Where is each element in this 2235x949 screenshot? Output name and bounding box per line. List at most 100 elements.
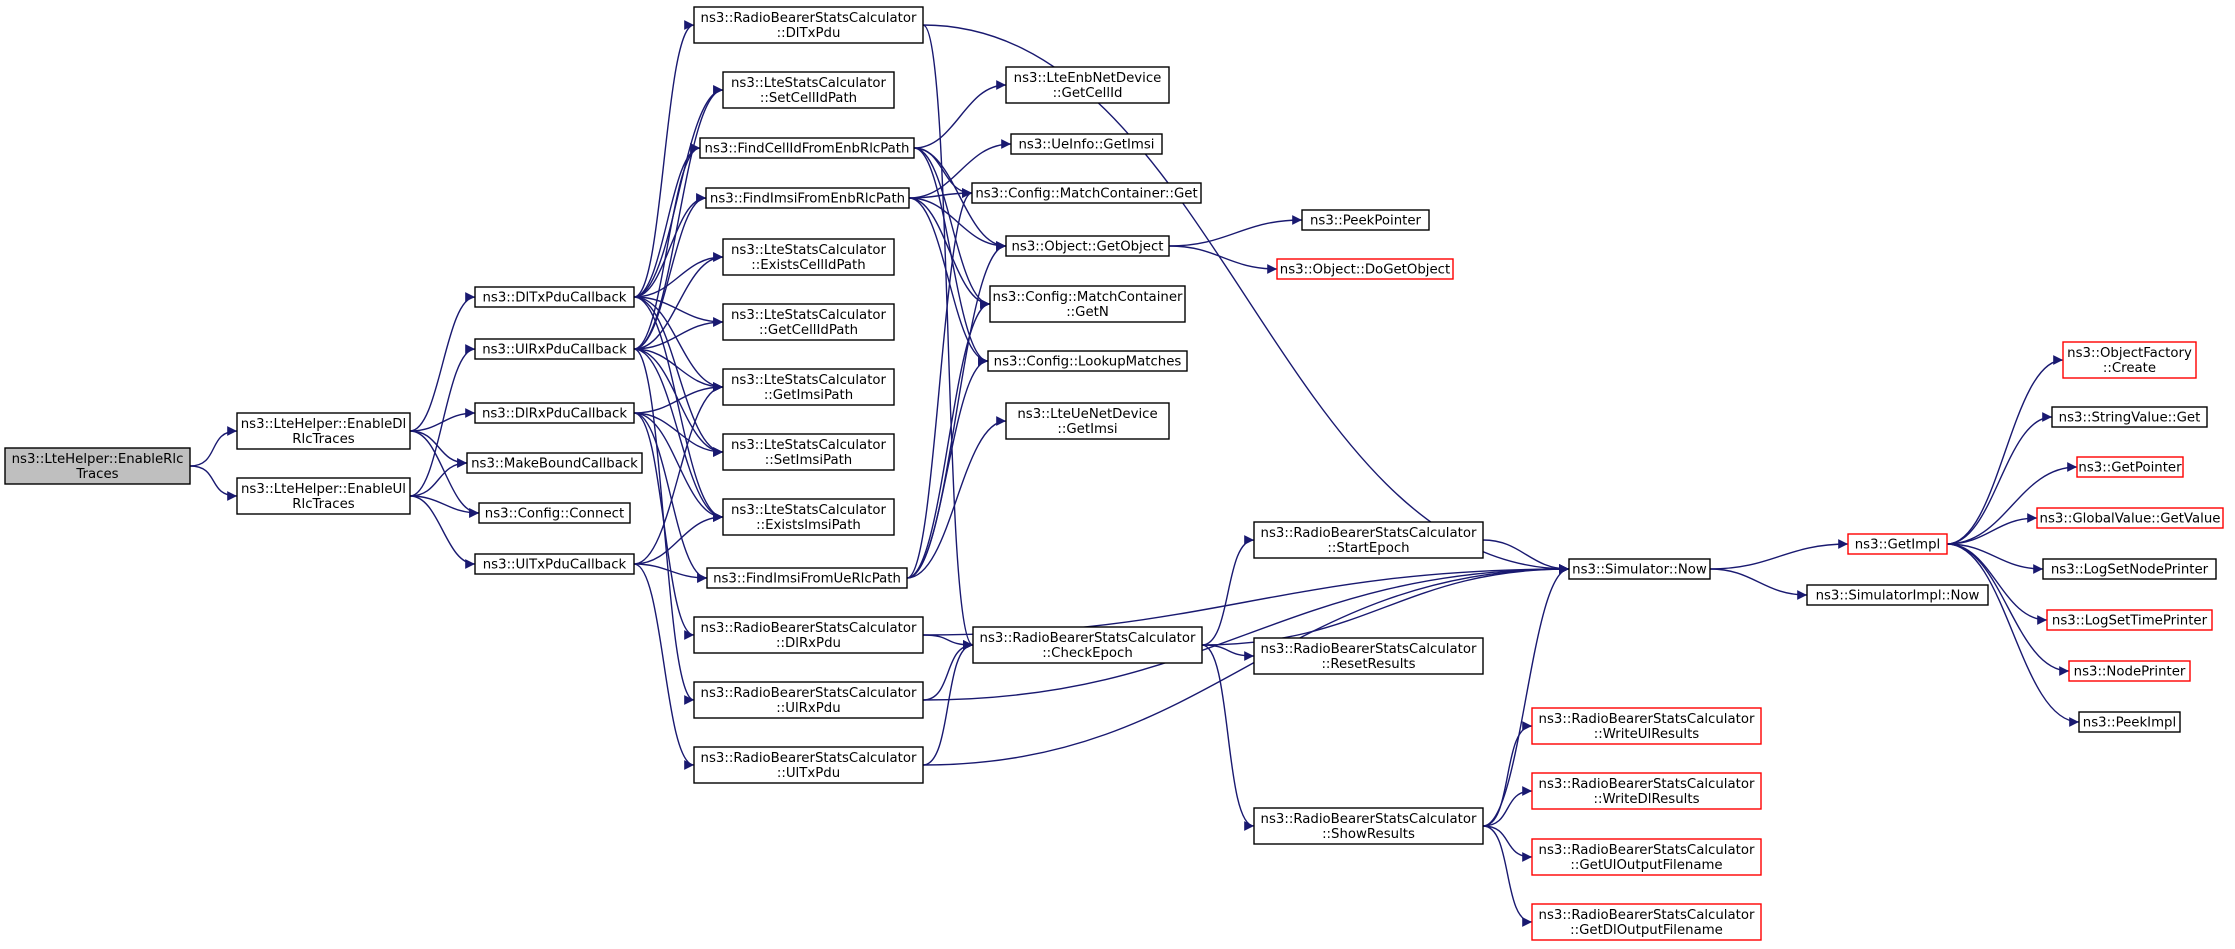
node-label-rbDlTx-line-0: ns3::RadioBearerStatsCalculator [701,11,917,26]
node-label-enableDl-line-0: ns3::LteHelper::EnableDl [241,417,407,432]
node-label-objFactory-line-0: ns3::ObjectFactory [2067,346,2192,361]
edge-dlTxCb-to-findCellEnb [633,143,701,298]
node-logSetNode[interactable]: ns3::LogSetNodePrinter [2042,558,2217,580]
node-getObject[interactable]: ns3::Object::GetObject [1005,235,1170,257]
node-makeBound[interactable]: ns3::MakeBoundCallback [466,452,643,474]
node-setImsiPath[interactable]: ns3::LteStatsCalculator::SetImsiPath [722,433,895,471]
node-existsImsi[interactable]: ns3::LteStatsCalculator::ExistsImsiPath [722,498,895,536]
node-box-setImsiPath [722,433,895,471]
edge-ulRxCb-to-getImsiPath [633,348,724,392]
node-checkEpoch[interactable]: ns3::RadioBearerStatsCalculator::CheckEp… [972,626,1203,664]
edge-ulRxCb-to-findImsiEnb [633,193,707,350]
node-objFactory[interactable]: ns3::ObjectFactory::Create [2062,341,2197,379]
edge-getImpl-to-strValGet [1946,412,2053,545]
node-box-enableDl [236,412,411,450]
node-getUlOut[interactable]: ns3::RadioBearerStatsCalculator::GetUlOu… [1531,838,1762,876]
node-getDlOut[interactable]: ns3::RadioBearerStatsCalculator::GetDlOu… [1531,903,1762,941]
node-rbUlTx[interactable]: ns3::RadioBearerStatsCalculator::UlTxPdu [693,746,924,784]
edge-findCellEnb-to-enbGetCellId [913,80,1007,149]
node-label-rbUlTx-line-0: ns3::RadioBearerStatsCalculator [701,751,917,766]
node-findImsiEnb[interactable]: ns3::FindImsiFromEnbRlcPath [705,187,910,209]
node-peekImpl[interactable]: ns3::PeekImpl [2078,711,2181,733]
node-label-rbUlRx-line-0: ns3::RadioBearerStatsCalculator [701,686,917,701]
edge-findImsiEnb-to-getObject [908,197,1007,251]
edge-dlTxCb-to-getCellIdPath [633,296,724,327]
node-strValGet[interactable]: ns3::StringValue::Get [2051,406,2208,428]
edge-root-to-enableDl [189,426,238,467]
node-startEpoch[interactable]: ns3::RadioBearerStatsCalculator::StartEp… [1253,521,1484,559]
edge-dlRxCb-to-existsImsi [633,412,724,522]
edge-checkEpoch-to-startEpoch [1201,535,1255,646]
node-enbGetCellId[interactable]: ns3::LteEnbNetDevice::GetCellId [1005,66,1170,104]
edge-findImsiUe-to-lookupMatches [906,356,989,579]
edge-findImsiEnb-to-lookupMatches [908,197,989,366]
node-ueGetImsi[interactable]: ns3::LteUeNetDevice::GetImsi [1005,402,1170,440]
node-dlTxCb[interactable]: ns3::DlTxPduCallback [474,286,635,308]
node-ulTxCb[interactable]: ns3::UlTxPduCallback [474,553,635,575]
node-label-rbDlRx-line-0: ns3::RadioBearerStatsCalculator [701,621,917,636]
node-ueInfoGetImsi[interactable]: ns3::UeInfo::GetImsi [1010,133,1163,155]
node-rbUlRx[interactable]: ns3::RadioBearerStatsCalculator::UlRxPdu [693,681,924,719]
node-setCellId[interactable]: ns3::LteStatsCalculator::SetCellIdPath [722,71,895,109]
node-doGetObject[interactable]: ns3::Object::DoGetObject [1276,258,1454,280]
node-findImsiUe[interactable]: ns3::FindImsiFromUeRlcPath [706,567,908,589]
node-resetResults[interactable]: ns3::RadioBearerStatsCalculator::ResetRe… [1253,637,1484,675]
edge-findImsiUe-to-ueGetImsi [906,416,1007,579]
node-rbDlTx[interactable]: ns3::RadioBearerStatsCalculator::DlTxPdu [693,6,924,44]
node-label-simImplNow-line-0: ns3::SimulatorImpl::Now [1816,589,1980,604]
node-nodePrinter[interactable]: ns3::NodePrinter [2068,660,2191,682]
edge-rbUlTx-to-simNow [922,564,1570,766]
node-showResults[interactable]: ns3::RadioBearerStatsCalculator::ShowRes… [1253,807,1484,845]
edge-startEpoch-to-simNow [1482,539,1570,574]
node-box-getDlOut [1531,903,1762,941]
edge-enableUl-to-ulRxCb [409,344,476,497]
nodes-layer: ns3::LteHelper::EnableRlcTracesns3::LteH… [4,6,2224,941]
node-lookupMatches[interactable]: ns3::Config::LookupMatches [987,350,1188,372]
node-box-rbUlTx [693,746,924,784]
node-label-lookupMatches-line-0: ns3::Config::LookupMatches [994,355,1182,370]
node-box-ueGetImsi [1005,402,1170,440]
node-simNow[interactable]: ns3::Simulator::Now [1568,558,1711,580]
node-label-cfgConnect-line-0: ns3::Config::Connect [485,507,624,522]
node-getImsiPath[interactable]: ns3::LteStatsCalculator::GetImsiPath [722,368,895,406]
node-writeUl[interactable]: ns3::RadioBearerStatsCalculator::WriteUl… [1531,707,1762,745]
node-box-root [4,447,191,485]
node-label-getDlOut-line-0: ns3::RadioBearerStatsCalculator [1539,908,1755,923]
node-mcGet[interactable]: ns3::Config::MatchContainer::Get [971,182,1202,204]
node-label-writeUl-line-0: ns3::RadioBearerStatsCalculator [1539,712,1755,727]
edge-ulRxCb-to-findCellEnb [633,143,701,350]
node-rbDlRx[interactable]: ns3::RadioBearerStatsCalculator::DlRxPdu [693,616,924,654]
node-getCellIdPath[interactable]: ns3::LteStatsCalculator::GetCellIdPath [722,303,895,341]
node-existsCellId[interactable]: ns3::LteStatsCalculator::ExistsCellIdPat… [722,238,895,276]
node-getImpl[interactable]: ns3::GetImpl [1847,533,1948,555]
node-globalValGet[interactable]: ns3::GlobalValue::GetValue [2036,507,2224,529]
node-peekPointer[interactable]: ns3::PeekPointer [1301,209,1430,231]
node-box-lookupMatches [987,350,1188,372]
edge-findCellEnb-to-getObject [913,147,1007,251]
node-cfgConnect[interactable]: ns3::Config::Connect [478,502,631,524]
node-simImplNow[interactable]: ns3::SimulatorImpl::Now [1806,584,1989,606]
edge-ulTxCb-to-rbUlTx [633,563,695,770]
node-dlRxCb[interactable]: ns3::DlRxPduCallback [474,402,635,424]
node-label-getUlOut-line-0: ns3::RadioBearerStatsCalculator [1539,843,1755,858]
node-findCellEnb[interactable]: ns3::FindCellIdFromEnbRlcPath [699,137,915,159]
edge-rbUlTx-to-checkEpoch [922,640,974,766]
node-ulRxCb[interactable]: ns3::UlRxPduCallback [474,338,635,360]
edge-ulTxCb-to-findImsiUe [633,563,708,583]
node-logSetTime[interactable]: ns3::LogSetTimePrinter [2046,609,2213,631]
node-mcGetN[interactable]: ns3::Config::MatchContainer::GetN [989,285,1186,323]
node-box-enbGetCellId [1005,66,1170,104]
edge-ulRxCb-to-getCellIdPath [633,317,724,350]
node-label-existsImsi-line-1: ::ExistsImsiPath [756,518,861,533]
node-box-mcGetN [989,285,1186,323]
node-box-findImsiEnb [705,187,910,209]
node-getPointer[interactable]: ns3::GetPointer [2076,456,2184,478]
node-label-getImpl-line-0: ns3::GetImpl [1855,538,1940,553]
edge-ulRxCb-to-existsCellId [633,252,724,350]
node-writeDl[interactable]: ns3::RadioBearerStatsCalculator::WriteDl… [1531,772,1762,810]
node-label-findImsiEnb-line-0: ns3::FindImsiFromEnbRlcPath [710,192,905,207]
